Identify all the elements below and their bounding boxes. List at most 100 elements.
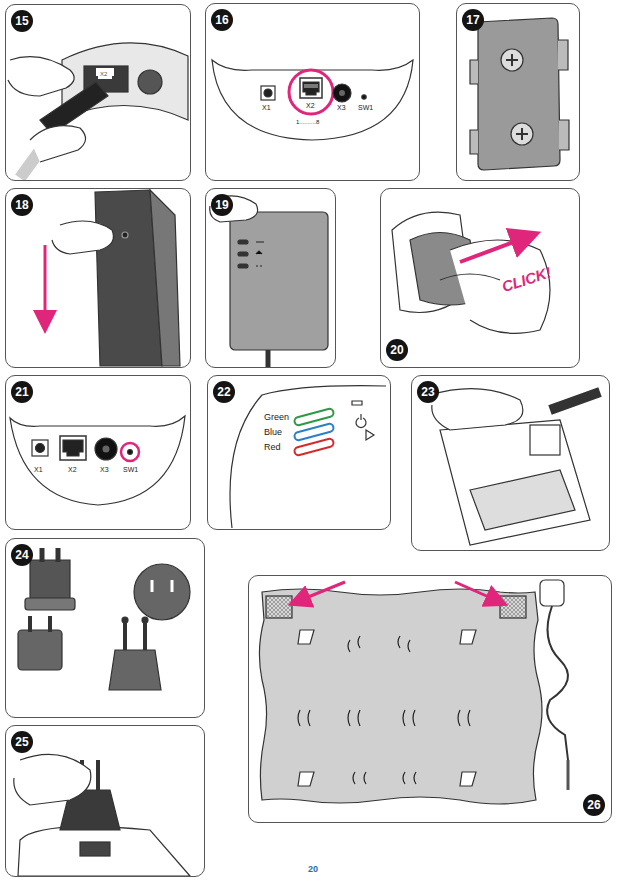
- control-unit-part: [256, 242, 264, 266]
- slide-down-illustration-part: [44, 245, 47, 325]
- port-label: SW1: [123, 466, 138, 473]
- control-unit: [210, 196, 328, 368]
- step-number: 17: [462, 9, 484, 31]
- plug-adapters-part: [134, 564, 190, 620]
- mounting-plate-part: [506, 54, 518, 66]
- slide-down-illustration-part: [150, 190, 180, 366]
- port-label: X3: [100, 466, 109, 473]
- led-color-label: Green: [264, 413, 289, 422]
- heating-mat-part: [298, 636, 470, 784]
- port-label: SW1: [358, 104, 373, 111]
- plug-adapters-part: [30, 560, 70, 600]
- port-panel-part: [95, 438, 117, 460]
- plug-adapters-part: [152, 580, 172, 592]
- port-label: X3: [337, 104, 346, 111]
- port-panel-part: [10, 416, 185, 505]
- mounting-plate: [470, 18, 569, 170]
- control-unit-part: [230, 212, 328, 350]
- clip-in-illustration-part: [440, 274, 500, 280]
- port-panel-part: [32, 440, 48, 456]
- led-color-label: Blue: [264, 428, 282, 437]
- connect-illustration-part: [550, 392, 600, 410]
- mounting-plate-part: [501, 49, 523, 71]
- plug-in-illustration: [8, 43, 188, 178]
- control-unit-part: [238, 252, 248, 256]
- plug-insert-illustration-part: [80, 842, 110, 856]
- panel-frame: 17: [456, 3, 580, 181]
- slide-down-illustration: [45, 190, 180, 366]
- port-panel-part: [261, 86, 275, 100]
- plug-adapters-part: [142, 617, 148, 623]
- heating-mat-part: [567, 760, 570, 790]
- connect-illustration-part: [440, 420, 590, 545]
- plug-adapters: [18, 548, 190, 690]
- heating-mat-part: [455, 582, 500, 602]
- port-panel-part: [128, 450, 133, 455]
- plug-in-illustration-part: [100, 110, 120, 178]
- led-face-part: [366, 430, 374, 440]
- port-panel-part: [36, 444, 45, 453]
- plug-in-illustration-part: [8, 57, 74, 96]
- port-panel: [10, 416, 185, 505]
- port-panel-part: [303, 82, 319, 95]
- connect-illustration-part: [470, 470, 575, 530]
- step-number: 22: [213, 381, 235, 403]
- panel-frame: 18: [5, 188, 191, 368]
- step-number: 18: [11, 194, 33, 216]
- heating-mat-part: [547, 606, 568, 760]
- connect-illustration: [430, 389, 600, 545]
- heating-mat-part: [540, 580, 564, 606]
- step-number: 15: [11, 10, 33, 32]
- plug-insert-illustration-part: [18, 827, 190, 876]
- port-panel-part: [362, 95, 366, 99]
- port-label: X2: [306, 102, 315, 109]
- clip-in-illustration-part: [460, 236, 530, 262]
- heating-mat: [259, 580, 568, 804]
- control-unit-part: [266, 350, 271, 368]
- port-label: X1: [34, 466, 43, 473]
- port-panel-part: [264, 89, 272, 97]
- label-patch: [98, 70, 112, 79]
- slide-down-illustration-part: [52, 221, 114, 254]
- page-number: 20: [308, 865, 318, 874]
- port-panel-part: [121, 443, 139, 461]
- plug-adapters-part: [125, 620, 145, 650]
- pin-range: 1..........8: [296, 119, 319, 125]
- led-color-label: Red: [264, 443, 281, 452]
- control-unit-part: [238, 240, 248, 244]
- connect-illustration-part: [530, 425, 560, 455]
- panel-frame: 19: [205, 188, 336, 368]
- port-panel-part: [305, 84, 317, 88]
- heating-mat-part: [296, 582, 345, 602]
- step-number: 23: [417, 381, 439, 403]
- mounting-plate-part: [516, 128, 528, 140]
- plug-adapters-part: [25, 598, 75, 610]
- mounting-plate-part: [511, 123, 533, 145]
- port-label: X2: [100, 71, 107, 77]
- led-face-part: [294, 438, 335, 456]
- port-panel: [212, 60, 413, 140]
- port-label: X2: [68, 466, 77, 473]
- panel-frame: 25: [5, 725, 205, 877]
- port-panel-part: [60, 436, 86, 460]
- plug-in-illustration-part: [30, 126, 86, 162]
- connect-illustration-part: [430, 389, 523, 430]
- plug-adapters-part: [109, 650, 161, 690]
- panel-frame: 26: [248, 575, 612, 823]
- panel-frame: 16: [205, 3, 420, 181]
- port-label: X1: [262, 104, 271, 111]
- mounting-plate-part: [558, 40, 569, 150]
- plug-in-illustration-part: [138, 70, 162, 94]
- step-number: 21: [11, 381, 33, 403]
- panel-frame: 22: [207, 375, 391, 530]
- led-face: [230, 386, 386, 528]
- port-panel-part: [63, 440, 83, 456]
- port-panel-part: [339, 90, 345, 96]
- step-number: 25: [11, 731, 33, 753]
- plug-adapters-part: [30, 616, 50, 632]
- clip-in-illustration-part: [450, 240, 550, 333]
- port-panel-part: [300, 78, 322, 98]
- slide-down-illustration-part: [122, 232, 128, 238]
